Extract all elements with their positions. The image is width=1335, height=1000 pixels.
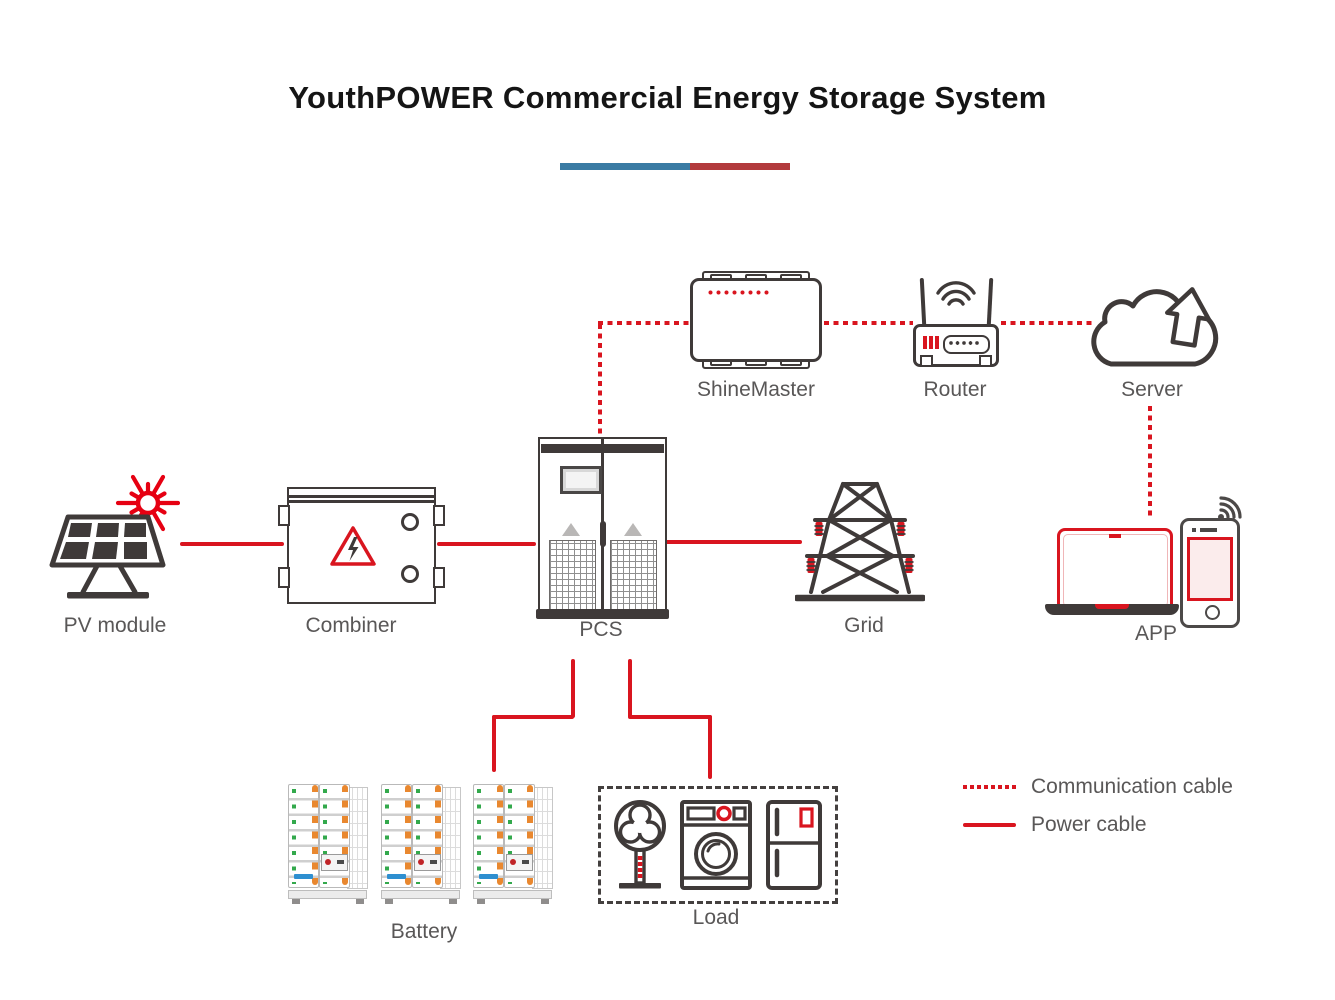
comm-cable-pcs-up [598,324,602,437]
pv-module-icon [49,474,180,599]
router-icon [913,276,999,368]
load-label: Load [692,906,740,929]
server-label: Server [1121,378,1183,401]
power-cable-pv-combiner [180,542,284,546]
warning-triangle-icon [330,526,376,566]
router-port-panel [943,335,990,354]
legend-item-power: Power cable [963,813,1233,837]
wifi-icon [936,281,976,306]
pcs-handle [599,521,606,547]
combiner-icon [278,487,445,604]
refrigerator-icon [766,800,822,890]
router-label: Router [923,378,987,401]
washing-machine-icon [680,800,752,890]
legend-item-communication: Communication cable [963,775,1233,799]
power-cable-pcs-load-v1 [628,659,632,718]
power-cable-pcs-load-h [628,715,712,719]
power-cable-combiner-pcs [437,542,536,546]
combiner-label: Combiner [305,614,397,637]
shinemaster-led-dots [708,290,770,295]
battery-rack [473,782,553,904]
grid-label: Grid [844,614,884,637]
legend: Communication cable Power cable [963,775,1233,837]
pcs-display [560,466,602,494]
battery-rack [288,782,368,904]
laptop-icon [1057,528,1173,612]
pcs-label: PCS [579,618,623,641]
laptop-base [1045,604,1179,615]
communication-cable-swatch [963,785,1016,789]
comm-cable-shinemaster-router [824,321,913,325]
power-cable-swatch [963,823,1016,827]
comm-cable-pcs-shinemaster [598,321,690,325]
load-box [598,786,838,904]
pv-module-label: PV module [63,614,167,637]
pcs-cabinet-icon [536,437,669,619]
smartphone-screen [1187,537,1233,601]
page-title: YouthPOWER Commercial Energy Storage Sys… [288,80,1047,115]
pcs-vent-left [549,540,596,611]
smartphone-icon [1180,518,1240,628]
router-antenna-right [986,277,993,327]
shinemaster-label: ShineMaster [697,378,815,401]
power-cable-pcs-battery-h [492,715,574,719]
power-cable-pcs-battery-v1 [571,659,575,718]
smartphone-home-button [1204,605,1220,620]
power-cable-pcs-battery-v2 [492,715,496,772]
power-cable-pcs-load-v2 [708,715,712,779]
title-divider-blue [560,163,690,170]
battery-label: Battery [390,920,458,943]
comm-cable-server-app [1148,406,1152,520]
grid-tower-icon [795,482,925,602]
battery-rack [381,782,461,904]
power-cable-pcs-grid [665,540,802,544]
router-antenna-left [919,277,926,327]
comm-cable-router-server [1001,321,1096,325]
title-divider-red [690,163,790,170]
legend-label: Power cable [1031,813,1147,836]
shinemaster-icon [690,271,822,369]
fan-icon [614,800,666,889]
legend-label: Communication cable [1031,775,1233,798]
server-cloud-icon [1091,287,1219,367]
pcs-vent-right [610,540,657,611]
app-label: APP [1134,622,1178,645]
phone-wifi-icon [1218,496,1242,520]
